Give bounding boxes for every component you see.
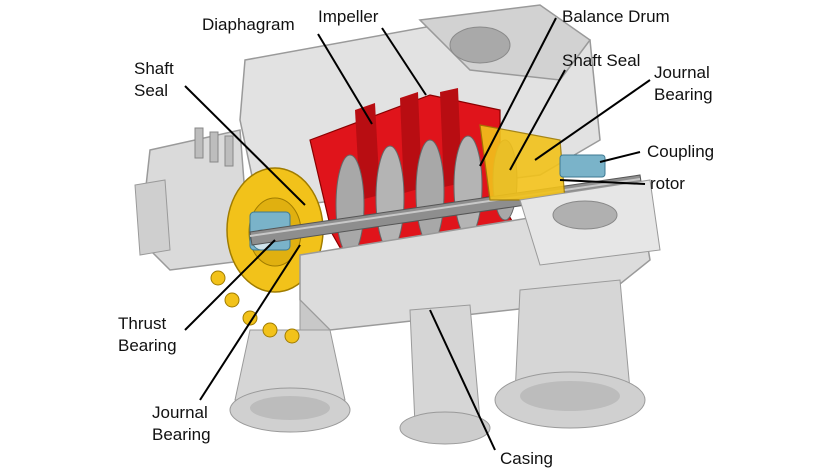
leader-casing (429, 309, 496, 451)
label-diaphragm: Diaphagram (202, 15, 295, 34)
leader-journal-bearing-right (534, 79, 651, 161)
label-impeller: Impeller (318, 7, 379, 26)
leader-coupling (599, 151, 641, 163)
label-balance-drum: Balance Drum (562, 7, 670, 26)
leader-thrust-bearing (184, 239, 276, 331)
label-casing: Casing (500, 449, 553, 468)
label-shaft-seal-top: Shaft Seal (562, 51, 641, 70)
label-journal-bearing-right: Journal Bearing (654, 63, 713, 104)
label-thrust-bearing: Thrust Bearing (118, 314, 177, 355)
leader-impeller (381, 27, 427, 96)
leader-lines (184, 17, 651, 451)
leader-balance-drum (479, 17, 557, 167)
bearing-bolts (210, 270, 300, 344)
casing-pedestals (229, 279, 646, 445)
label-shaft-seal-left: Shaft Seal (134, 59, 174, 100)
left-end-housing (134, 127, 251, 271)
leader-diaphragm (317, 33, 373, 125)
leader-shaft-seal-top (509, 69, 566, 171)
label-coupling: Coupling (647, 142, 715, 161)
label-journal-bearing-left: Journal Bearing (152, 403, 211, 444)
leader-journal-bearing-left (199, 244, 301, 401)
label-rotor: rotor (650, 174, 685, 193)
leader-shaft-seal-left (184, 85, 306, 206)
leader-rotor (559, 179, 646, 185)
